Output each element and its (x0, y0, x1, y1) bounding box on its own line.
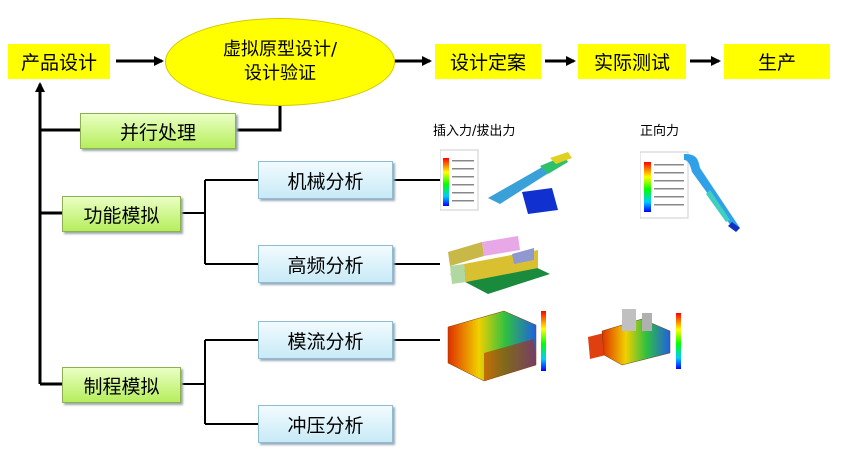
insert-pull-force-caption: 插入力/拔出力 (433, 124, 516, 139)
mold-flow-figure-1 (447, 310, 546, 382)
parallel-loop (236, 104, 282, 132)
high-frequency-analysis-box: 高频分析 (258, 245, 393, 283)
mold-flow-figure-2 (588, 309, 681, 369)
virtual-proto-line2: 设计验证 (244, 63, 316, 84)
normal-force-stress-figure (640, 151, 740, 232)
virtual-prototype-ellipse: 虚拟原型设计/ 设计验证 (165, 18, 395, 106)
design-finalize-box: 设计定案 (435, 44, 541, 79)
stamping-analysis-box: 冲压分析 (258, 405, 393, 443)
production-box: 生产 (724, 44, 830, 79)
mechanical-analysis-box: 机械分析 (258, 161, 393, 199)
process-simulation-box: 制程模拟 (62, 367, 181, 403)
insert-pull-stress-figure (440, 149, 572, 214)
high-frequency-model-figure (448, 236, 550, 294)
function-simulation-box: 功能模拟 (62, 196, 181, 232)
virtual-proto-line1: 虚拟原型设计/ (222, 39, 338, 60)
actual-test-box: 实际测试 (578, 44, 686, 79)
normal-force-caption: 正向力 (640, 124, 680, 139)
parallel-processing-box: 并行处理 (80, 113, 236, 149)
mold-flow-analysis-box: 模流分析 (258, 321, 393, 359)
product-design-box: 产品设计 (8, 44, 110, 79)
